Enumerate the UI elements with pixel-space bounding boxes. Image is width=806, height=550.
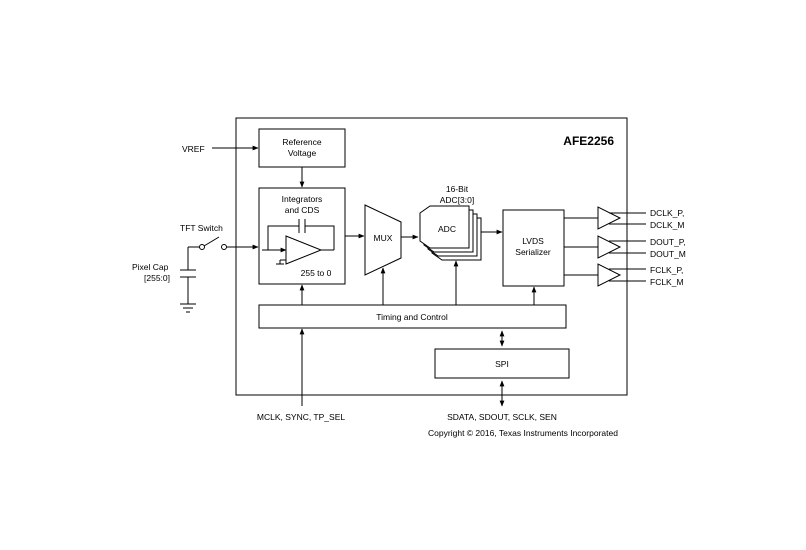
integrators-range: 255 to 0 [301, 268, 332, 278]
reference-voltage-block: Reference Voltage [258, 128, 346, 168]
pixel-capacitor [180, 247, 196, 304]
control-pins-label: MCLK, SYNC, TP_SEL [257, 412, 345, 422]
tft-switch-label: TFT Switch [180, 223, 223, 233]
ground-icon [180, 303, 196, 313]
reference-voltage-line1: Reference [282, 137, 321, 147]
timing-label: Timing and Control [376, 312, 448, 322]
spi-pins-label: SDATA, SDOUT, SCLK, SEN [447, 412, 557, 422]
dout-buffer [564, 235, 646, 259]
adc-top-label-2: ADC[3:0] [440, 195, 475, 205]
fclk-buffer [564, 263, 646, 287]
output-dclk-m: DCLK_M [650, 220, 684, 230]
tft-switch [188, 236, 259, 250]
adc-top-label-1: 16-Bit [446, 184, 469, 194]
mux-label: MUX [374, 233, 393, 243]
dclk-buffer [564, 206, 646, 230]
vref-label: VREF [182, 144, 205, 154]
pixel-cap-label-line2: [255:0] [144, 273, 170, 283]
output-dout-m: DOUT_M [650, 249, 686, 259]
integrator-feedback-wire [267, 225, 299, 250]
reference-voltage-line2: Voltage [288, 148, 317, 158]
output-fclk-p: FCLK_P, [650, 265, 683, 275]
adc-block: ADC [419, 205, 482, 261]
adc-label: ADC [438, 224, 456, 234]
timing-control-block: Timing and Control [258, 304, 567, 329]
integrator-amplifier [285, 235, 323, 265]
pixel-cap-label-line1: Pixel Cap [132, 262, 169, 272]
spi-block: SPI [434, 348, 570, 379]
chip-name: AFE2256 [563, 134, 614, 148]
output-dout-p: DOUT_P, [650, 237, 686, 247]
spi-label: SPI [495, 359, 509, 369]
copyright-text: Copyright © 2016, Texas Instruments Inco… [428, 428, 618, 438]
integrators-line2: and CDS [285, 205, 320, 215]
mux-block: MUX [364, 204, 402, 276]
integrators-line1: Integrators [282, 194, 323, 204]
integrators-block: Integrators and CDS 255 to 0 [258, 187, 346, 285]
lvds-line1: LVDS [522, 236, 544, 246]
output-fclk-m: FCLK_M [650, 277, 684, 287]
chip-boundary [235, 117, 628, 396]
lvds-serializer-block: LVDS Serializer [502, 209, 565, 287]
lvds-line2: Serializer [515, 247, 551, 257]
output-dclk-p: DCLK_P, [650, 208, 684, 218]
